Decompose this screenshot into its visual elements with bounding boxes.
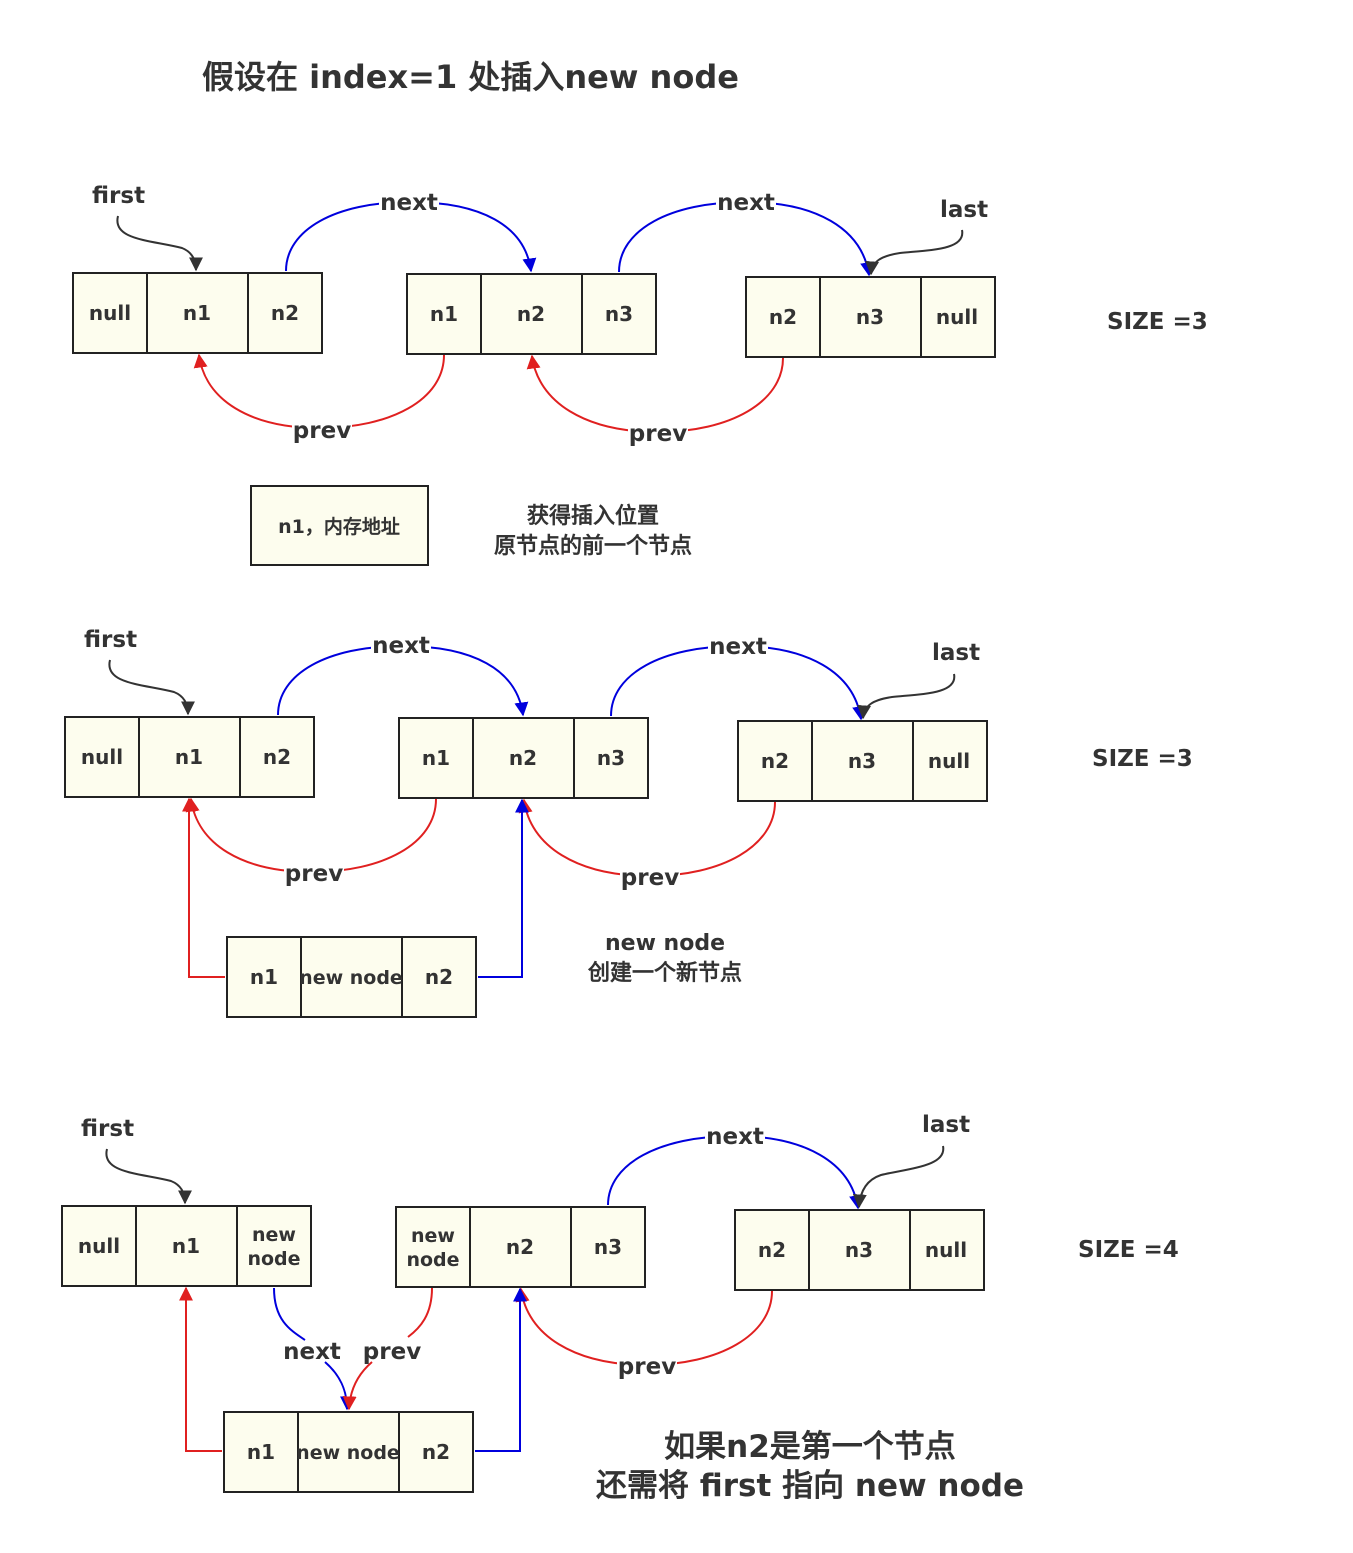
new-node: n1 new node n2 (223, 1411, 474, 1493)
node-3: n2 n3 null (737, 720, 988, 802)
node-cell-word: node (247, 1248, 300, 1270)
node-cell: n1 (175, 745, 203, 769)
node-cell: new node (296, 1442, 400, 1464)
node-cell: n3 (594, 1235, 622, 1259)
first-pointer-arrow (105, 1148, 192, 1205)
prev-label: prev (618, 1354, 676, 1380)
node-cell: n1 (422, 746, 450, 770)
prev-label: prev (293, 418, 351, 444)
node-2: n1 n2 n3 (406, 273, 657, 355)
node-cell: n2 (425, 965, 453, 989)
note-line: 创建一个新节点 (587, 960, 742, 986)
note-line: 还需将 first 指向 new node (596, 1468, 1024, 1504)
prev-to-new-node-arrow (349, 1287, 433, 1409)
first-label: first (92, 183, 145, 209)
node-cell: n2 (263, 745, 291, 769)
note-line: new node (605, 931, 725, 956)
page-title: 假设在 index=1 处插入new node (202, 58, 739, 96)
node-cell: n1 (250, 965, 278, 989)
first-label: first (81, 1116, 134, 1142)
node-cell: n2 (422, 1440, 450, 1464)
node-cell: n3 (848, 749, 876, 773)
node-1: null n1 n2 (72, 272, 323, 354)
new-node-next-arrow (478, 798, 529, 978)
node-cell-word: new (411, 1225, 455, 1247)
node-cell: null (89, 301, 131, 325)
node-cell: n1 (247, 1440, 275, 1464)
node-cell: n3 (597, 746, 625, 770)
node-2: n1 n2 n3 (398, 717, 649, 799)
node-cell: null (925, 1238, 967, 1262)
node-cell: n2 (506, 1235, 534, 1259)
next-label: next (372, 633, 430, 659)
node-cell: new node (299, 967, 403, 989)
last-label: last (932, 640, 980, 666)
first-label: first (84, 627, 137, 653)
size-label: SIZE =4 (1078, 1237, 1179, 1263)
node-cell: n1 (172, 1234, 200, 1258)
last-label: last (940, 197, 988, 223)
last-pointer-arrow (852, 1145, 945, 1209)
next-label: next (709, 634, 767, 660)
node-3: n2 n3 null (734, 1209, 985, 1291)
note-line: 原节点的前一个节点 (494, 533, 692, 559)
size-label: SIZE =3 (1092, 746, 1193, 772)
node-cell-word: new (252, 1224, 296, 1246)
node-cell: n1 (430, 302, 458, 326)
next-label: next (706, 1124, 764, 1150)
node-cell: null (928, 749, 970, 773)
node-cell: n2 (517, 302, 545, 326)
next-label: next (380, 190, 438, 216)
node-cell: null (936, 305, 978, 329)
size-label: SIZE =3 (1107, 309, 1208, 335)
memory-address-box (250, 485, 429, 566)
node-cell: n3 (845, 1238, 873, 1262)
node-cell: null (78, 1234, 120, 1258)
node-cell: n2 (271, 301, 299, 325)
node-cell: n3 (856, 305, 884, 329)
node-cell: n3 (605, 302, 633, 326)
last-pointer-arrow (865, 229, 964, 276)
first-pointer-arrow (116, 215, 203, 272)
next-label: next (717, 190, 775, 216)
node-cell: n2 (758, 1238, 786, 1262)
memory-address-label: n1，内存地址 (278, 515, 400, 538)
stage-2: null n1 n2 n1 n2 n3 n2 n3 null next next (64, 627, 1193, 1018)
node-cell: n2 (761, 749, 789, 773)
prev-label: prev (285, 861, 343, 887)
note-line: 获得插入位置 (527, 503, 659, 529)
node-cell: n2 (509, 746, 537, 770)
prev-label: prev (621, 865, 679, 891)
node-cell: n2 (769, 305, 797, 329)
stage-1: null n1 n2 n1 n2 n3 n2 n3 null next next (72, 183, 1208, 566)
new-node-prev-arrow (182, 797, 225, 978)
last-pointer-arrow (857, 673, 956, 720)
first-pointer-arrow (108, 659, 195, 716)
new-node: n1 new node n2 (226, 936, 477, 1018)
node-cell-word: node (406, 1249, 459, 1271)
prev-label: prev (629, 421, 687, 447)
note-line: 如果n2是第一个节点 (664, 1429, 956, 1465)
next-label: next (283, 1339, 341, 1365)
prev-label: prev (363, 1339, 421, 1365)
node-cell: n1 (183, 301, 211, 325)
new-node-prev-arrow (179, 1286, 222, 1452)
last-label: last (922, 1112, 970, 1138)
new-node-next-arrow (475, 1287, 527, 1452)
node-cell: null (81, 745, 123, 769)
node-1: null n1 n2 (64, 716, 315, 798)
node-3: n2 n3 null (745, 276, 996, 358)
